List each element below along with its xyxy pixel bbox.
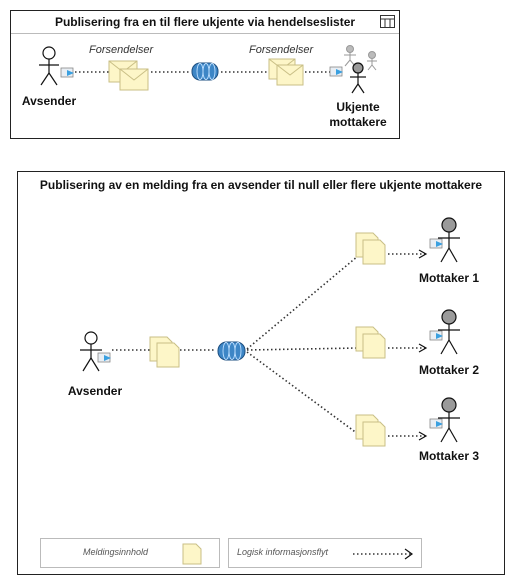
event-queue-icon	[217, 341, 246, 361]
receivers-label-line2: mottakere	[329, 115, 387, 129]
sender-port-icon	[60, 67, 74, 78]
sender-port-icon	[97, 352, 111, 363]
receiver-actor-icon	[438, 397, 460, 443]
dotted-arrow-icon	[353, 548, 414, 560]
message-content-icon	[355, 326, 386, 359]
receiver-actor-icon	[438, 309, 460, 355]
message-content-icon	[355, 232, 386, 265]
sender-label: Avsender	[21, 94, 77, 108]
bottom-diagram-panel: Publisering av en melding fra en avsende…	[17, 171, 505, 575]
sender-actor-icon	[39, 46, 59, 86]
receiver-port-icon	[429, 238, 443, 249]
sender-actor-icon	[80, 331, 102, 372]
legend-flow-label: Logisk informasjonsflyt	[237, 547, 329, 557]
envelope-icon	[268, 58, 304, 86]
grid-icon[interactable]	[380, 15, 395, 28]
bottom-panel-title: Publisering av en melding fra en avsende…	[39, 178, 483, 192]
event-queue-icon	[191, 62, 219, 81]
top-diagram-canvas	[39, 45, 377, 94]
receiver-label-3: Mottaker 3	[418, 449, 480, 463]
flow-line-3	[246, 351, 359, 435]
message-content-icon	[355, 414, 386, 447]
message-label-1: Forsendelser	[89, 44, 154, 56]
message-label-2: Forsendelser	[249, 44, 314, 56]
unknown-receivers-icon	[344, 45, 377, 94]
receiver-port-icon	[429, 418, 443, 429]
sender-label: Avsender	[67, 384, 123, 398]
legend-content-label: Meldingsinnhold	[83, 547, 149, 557]
top-panel-title: Publisering fra en til flere ukjente via…	[54, 15, 356, 29]
document-icon	[182, 543, 202, 565]
bottom-diagram-canvas	[80, 217, 460, 447]
receiver-label-2: Mottaker 2	[418, 363, 480, 377]
top-panel-title-bar: Publisering fra en til flere ukjente via…	[11, 11, 399, 34]
message-content-icon	[149, 336, 180, 368]
flow-line-1	[246, 255, 359, 350]
receiver-label-1: Mottaker 1	[418, 271, 480, 285]
legend-logical-flow: Logisk informasjonsflyt	[228, 538, 422, 568]
top-diagram-panel: Publisering fra en til flere ukjente via…	[10, 10, 400, 139]
receivers-label-line1: Ukjente	[336, 100, 380, 114]
envelope-icon	[108, 60, 149, 91]
receiver-actor-icon	[438, 217, 460, 263]
legend-message-content: Meldingsinnhold	[40, 538, 220, 568]
flow-line-2	[246, 347, 359, 351]
receiver-port-icon	[329, 66, 343, 77]
receiver-port-icon	[429, 330, 443, 341]
